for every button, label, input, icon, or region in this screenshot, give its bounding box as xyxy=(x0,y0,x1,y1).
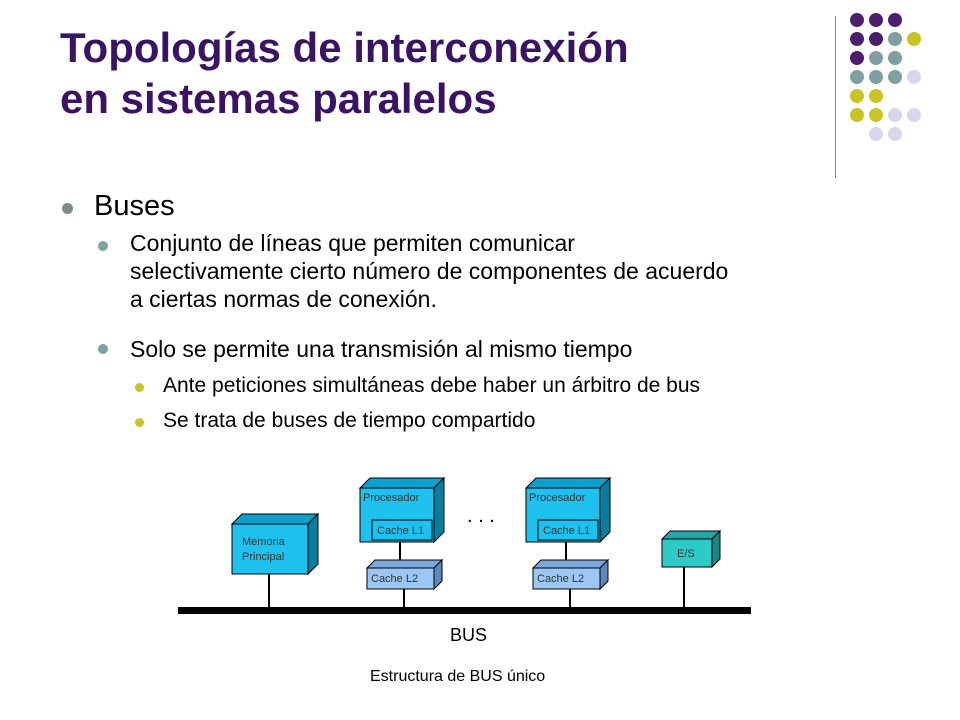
bullet-level2-a-line-1: Conjunto de líneas que permiten comunica… xyxy=(130,230,575,256)
bullet-level3-text-b: Se trata de buses de tiempo compartido xyxy=(163,409,536,432)
slide-title: Topologías de interconexión en sistemas … xyxy=(60,22,820,124)
decorative-dot xyxy=(850,51,864,65)
bullet-level2-a-line-2: selectivamente cierto número de componen… xyxy=(130,258,729,284)
bullet-level1-marker xyxy=(62,203,73,214)
io-box: E/S xyxy=(660,529,722,569)
cache-l1-label-1: Cache L1 xyxy=(377,525,424,537)
cache-l1-box-1 xyxy=(371,519,433,541)
memory-box: Memoria Principal xyxy=(230,512,320,576)
bullet-level3-text-a: Ante peticiones simultáneas debe haber u… xyxy=(163,374,701,397)
bullet-level2-a-line-3: a ciertas normas de conexión. xyxy=(130,286,437,312)
decorative-dot xyxy=(907,70,921,84)
bullet-level3-marker-b xyxy=(135,418,144,427)
decorative-dot xyxy=(888,13,902,27)
processor-label-2: Procesador xyxy=(529,492,586,504)
processor-box-2: Procesador Cache L1 xyxy=(524,476,612,544)
bullet-level2-marker-b xyxy=(98,344,108,354)
processor-label-1: Procesador xyxy=(363,492,420,504)
decorative-dot xyxy=(869,51,883,65)
bullet-level3-marker-a xyxy=(135,383,144,392)
decorative-dot xyxy=(888,127,902,141)
memory-label-line-1: Memoria xyxy=(242,536,286,548)
title-divider xyxy=(835,16,836,178)
decorative-dot xyxy=(907,32,921,46)
processors-ellipsis: . . . xyxy=(467,505,495,527)
bullet-level1-text: Buses xyxy=(94,190,175,222)
diagram-caption: Estructura de BUS único xyxy=(370,668,546,685)
decorative-dot xyxy=(869,89,883,103)
cache-l2-label-1: Cache L2 xyxy=(371,573,418,585)
decorative-dot xyxy=(850,89,864,103)
cache-l2-label-2: Cache L2 xyxy=(537,573,584,585)
processor-box-1: Procesador Cache L1 xyxy=(358,476,446,544)
decorative-dot xyxy=(869,108,883,122)
decorative-dot xyxy=(869,70,883,84)
decorative-dot xyxy=(850,108,864,122)
memory-label-line-2: Principal xyxy=(242,551,284,563)
decorative-dot xyxy=(869,13,883,27)
title-line-2: en sistemas paralelos xyxy=(60,75,497,122)
bus-line xyxy=(178,607,751,614)
decorative-dot xyxy=(850,32,864,46)
decorative-dot xyxy=(888,70,902,84)
cache-l2-box-1: Cache L2 xyxy=(365,558,444,591)
bullet-level2-text-a: Conjunto de líneas que permiten comunica… xyxy=(130,229,728,313)
title-line-1: Topologías de interconexión xyxy=(60,24,629,71)
bus-label: BUS xyxy=(450,625,488,645)
cache-l1-label-2: Cache L1 xyxy=(543,525,590,537)
cache-l2-box-2: Cache L2 xyxy=(531,558,610,591)
decorative-dot xyxy=(869,127,883,141)
decorative-dot xyxy=(869,32,883,46)
decorative-dot xyxy=(850,70,864,84)
bullet-level2-text-b: Solo se permite una transmisión al mismo… xyxy=(130,336,633,362)
bullet-level2-marker-a xyxy=(98,241,108,251)
decorative-dot xyxy=(888,51,902,65)
decorative-dot xyxy=(850,13,864,27)
decorative-dot xyxy=(907,108,921,122)
decorative-dot-grid xyxy=(850,13,921,141)
decorative-dot xyxy=(888,32,902,46)
io-label: E/S xyxy=(677,548,695,560)
decorative-dot xyxy=(888,108,902,122)
cache-l1-box-2 xyxy=(537,519,599,541)
